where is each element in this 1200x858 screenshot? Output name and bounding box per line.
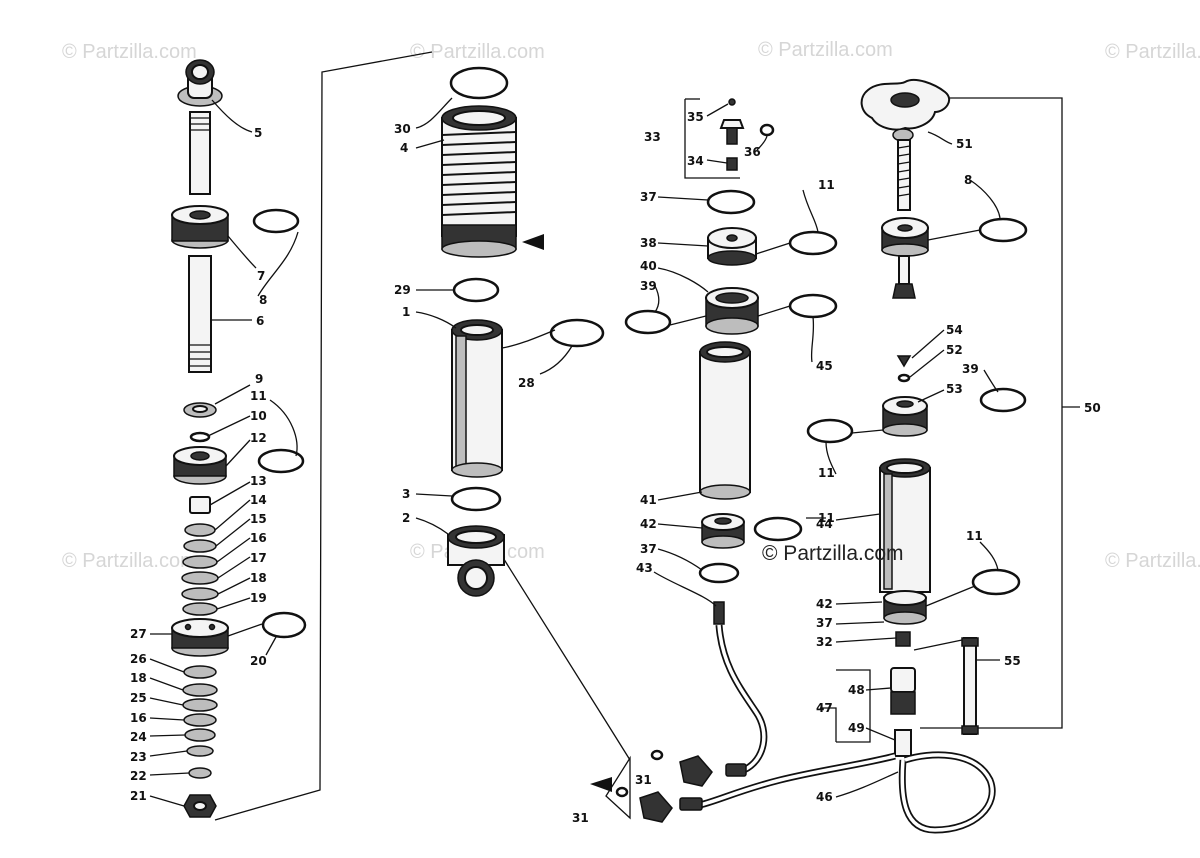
callout-number: 29 bbox=[394, 283, 411, 297]
callout-number: 4 bbox=[400, 141, 408, 155]
callout-number: 17 bbox=[250, 551, 267, 565]
callout-number: 32 bbox=[816, 635, 833, 649]
leader-lines bbox=[149, 97, 1001, 807]
callout-number: 45 bbox=[816, 359, 833, 373]
callout-number: 25 bbox=[130, 691, 147, 705]
callout-number: 44 bbox=[816, 517, 833, 531]
callout-number: 55 bbox=[1004, 654, 1021, 668]
callout-number: 41 bbox=[640, 493, 657, 507]
callout-number: 38 bbox=[640, 236, 657, 250]
callout-number: 12 bbox=[250, 431, 267, 445]
callout-number: 11 bbox=[966, 529, 983, 543]
callout-number: 42 bbox=[640, 517, 657, 531]
remote-reservoir bbox=[679, 78, 1028, 834]
shock-body bbox=[441, 66, 605, 597]
callout-number: 2 bbox=[402, 511, 410, 525]
callout-number: 21 bbox=[130, 789, 147, 803]
callout-number: 8 bbox=[964, 173, 972, 187]
callout-number: 20 bbox=[250, 654, 267, 668]
reservoir-assembly bbox=[590, 98, 838, 823]
callout-number: 35 bbox=[687, 110, 704, 124]
callout-number: 53 bbox=[946, 382, 963, 396]
callout-number: 37 bbox=[640, 190, 657, 204]
callout-number: 31 bbox=[635, 773, 652, 787]
callout-number: 26 bbox=[130, 652, 147, 666]
callout-number: 50 bbox=[1084, 401, 1101, 415]
callout-number: 24 bbox=[130, 730, 147, 744]
callout-number: 8 bbox=[259, 293, 267, 307]
callout-number: 27 bbox=[130, 627, 147, 641]
callout-number: 49 bbox=[848, 721, 865, 735]
callout-number: 23 bbox=[130, 750, 147, 764]
callout-number: 52 bbox=[946, 343, 963, 357]
callout-number: 11 bbox=[818, 178, 835, 192]
callout-number: 18 bbox=[130, 671, 147, 685]
callout-number: 36 bbox=[744, 145, 761, 159]
callout-number: 47 bbox=[816, 701, 833, 715]
callout-number: 34 bbox=[687, 154, 704, 168]
callout-number: 54 bbox=[946, 323, 963, 337]
callout-number: 18 bbox=[250, 571, 267, 585]
callout-number: 19 bbox=[250, 591, 267, 605]
watermark: © Partzilla.com bbox=[758, 39, 893, 61]
copyright-credit: © Partzilla.com bbox=[762, 542, 904, 565]
callout-number: 37 bbox=[816, 616, 833, 630]
callout-number: 5 bbox=[254, 126, 262, 140]
callout-number: 15 bbox=[250, 512, 267, 526]
callout-number: 9 bbox=[255, 372, 263, 386]
callout-number: 6 bbox=[256, 314, 264, 328]
callout-number: 31 bbox=[572, 811, 589, 825]
callout-number: 30 bbox=[394, 122, 411, 136]
callout-number: 10 bbox=[250, 409, 267, 423]
piston-rod-stack bbox=[171, 59, 307, 818]
callout-number: 11 bbox=[250, 389, 267, 403]
callout-number: 33 bbox=[644, 130, 661, 144]
assembly-outline bbox=[214, 51, 1080, 821]
callout-labels: 5 7 8 6 9 11 10 12 13 14 15 16 17 18 19 … bbox=[130, 110, 1101, 825]
callout-number: 16 bbox=[130, 711, 147, 725]
callout-number: 7 bbox=[257, 269, 265, 283]
callout-number: 51 bbox=[956, 137, 973, 151]
callout-number: 11 bbox=[818, 466, 835, 480]
callout-number: 39 bbox=[640, 279, 657, 293]
callout-number: 16 bbox=[250, 531, 267, 545]
callout-number: 43 bbox=[636, 561, 653, 575]
callout-number: 37 bbox=[640, 542, 657, 556]
callout-number: 48 bbox=[848, 683, 865, 697]
watermark: © Partzilla.com bbox=[1105, 41, 1200, 63]
callout-number: 28 bbox=[518, 376, 535, 390]
callout-number: 14 bbox=[250, 493, 267, 507]
callout-number: 1 bbox=[402, 305, 410, 319]
watermark: © Partzilla.com bbox=[62, 550, 197, 572]
callout-number: 42 bbox=[816, 597, 833, 611]
callout-number: 40 bbox=[640, 259, 657, 273]
callout-number: 46 bbox=[816, 790, 833, 804]
watermark: © Partzilla.com bbox=[1105, 550, 1200, 572]
watermark: © Partzilla.com bbox=[62, 41, 197, 63]
callout-number: 11 bbox=[818, 511, 835, 525]
callout-number: 13 bbox=[250, 474, 267, 488]
callout-number: 22 bbox=[130, 769, 147, 783]
callout-number: 39 bbox=[962, 362, 979, 376]
callout-number: 3 bbox=[402, 487, 410, 501]
watermark: © Partzilla.com bbox=[410, 41, 545, 63]
